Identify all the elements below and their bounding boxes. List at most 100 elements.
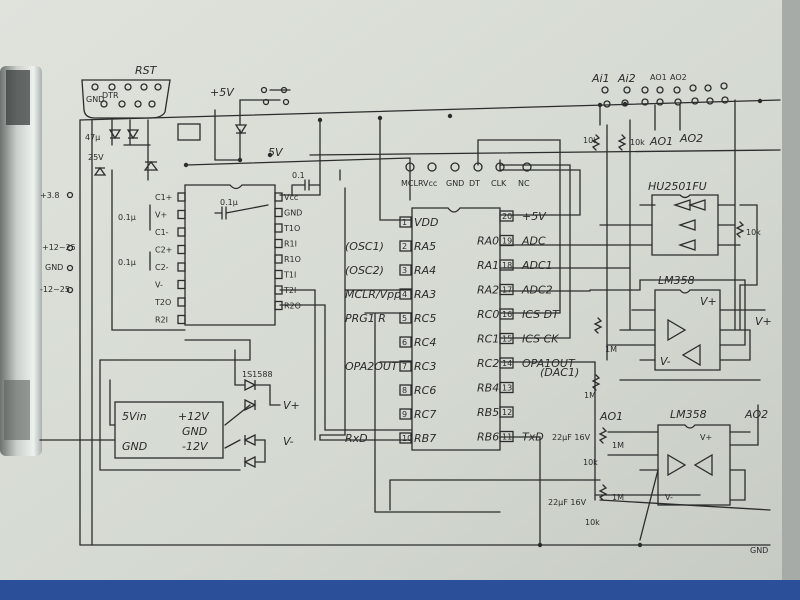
tube-shadow-bottom <box>4 380 30 440</box>
diode-symbols <box>93 124 257 469</box>
pic-pin-note: TxD <box>522 431 544 444</box>
pic-pin-number: 17 <box>502 286 512 295</box>
pic-pin-note: (OSC2) <box>345 264 384 277</box>
ao1-label: AO1 <box>649 135 673 148</box>
max232-pin-box <box>177 279 186 290</box>
pic-pin-box <box>399 384 412 396</box>
pic-pin-number: 4 <box>402 290 407 299</box>
pic-pin-box <box>499 308 514 320</box>
pm-gnd: GND <box>122 440 147 453</box>
pic-pin-number: 19 <box>502 237 512 246</box>
max232-pin-box <box>274 192 283 202</box>
pic-pin-name: RC1 <box>477 333 499 346</box>
icsp-pin <box>450 162 460 172</box>
pic-pin-number: 13 <box>502 384 512 393</box>
pic-pin-box <box>399 216 412 228</box>
max232-pin-box <box>274 223 283 233</box>
pm-vin: 5Vin <box>122 410 147 423</box>
pic-pin-number: 8 <box>402 386 407 395</box>
rst-label: RST <box>135 64 158 77</box>
lm358-b-vminus: V- <box>665 493 673 502</box>
max232-capacitors <box>149 179 321 271</box>
max232-left-pin: V- <box>155 281 163 290</box>
max232-right-pin: T1O <box>283 224 300 233</box>
icsp-pin <box>522 162 532 172</box>
lm358-b-opamps <box>667 453 713 477</box>
lm358-a-opamps <box>667 318 701 367</box>
pic-pin-number: 20 <box>502 212 512 221</box>
max232-left-pin: C2- <box>155 263 169 272</box>
pm-plus12: +12V <box>178 410 210 423</box>
r10k-b-label: 10k <box>630 138 645 147</box>
icsp-pin-label: CLK <box>491 179 507 188</box>
header-ao2: AO2 <box>670 73 687 82</box>
pic-pin-number: 12 <box>502 408 512 417</box>
pic-pin-number: 9 <box>402 410 407 419</box>
pic-pin-note: ADC1 <box>521 259 553 272</box>
max-cap3-label: 0.1μ <box>220 198 238 207</box>
blue-table-edge <box>0 580 800 600</box>
pic-pin-name: RB4 <box>477 382 499 395</box>
junctions <box>183 98 763 548</box>
max232-left-pin: T2O <box>154 298 171 307</box>
icsp-pin-label: DT <box>469 179 480 188</box>
vminus-label: V- <box>283 435 294 448</box>
pic-pin-name: RA3 <box>414 288 436 301</box>
wires <box>39 89 781 546</box>
plus5v-top-label: +5V <box>210 86 235 99</box>
max232-pin-box <box>274 254 283 264</box>
max232-pin-box <box>177 192 186 202</box>
lm358-b-label: LM358 <box>670 408 707 421</box>
header-ai1: Ai1 <box>591 72 610 85</box>
r1m-c-label: 1M <box>612 441 624 450</box>
icsp-pin-label: NC <box>518 179 530 188</box>
r10k-a-label: 10k <box>583 136 598 145</box>
pic-pin-box <box>499 406 514 418</box>
pic-pin-number: 16 <box>502 310 512 319</box>
pic-pin-box <box>399 240 412 252</box>
pic-pin-note: OPA2OUT <box>345 360 399 373</box>
ao2-label: AO2 <box>679 132 703 145</box>
ao1-b-label: AO1 <box>599 410 623 423</box>
max232-pin-box <box>274 269 283 280</box>
pic-pin-box <box>399 288 412 300</box>
r10k-d-label: 10k <box>583 458 598 467</box>
max232-pin-box <box>274 207 283 218</box>
icsp-pin <box>473 162 483 172</box>
r10k-c-label: 10k <box>746 228 761 237</box>
gnd-label: GND <box>86 95 104 104</box>
pic-pin-name: RA5 <box>414 240 436 253</box>
r1m-d-label: 1M <box>612 493 624 502</box>
pic-pin-name: RC5 <box>414 312 436 325</box>
pic-pin-name: RC2 <box>477 357 499 370</box>
pic-pin-number: 15 <box>502 335 512 344</box>
pic-pin-note: ADC <box>521 235 546 248</box>
max232-pin-box <box>177 314 186 325</box>
pic-pin-box <box>399 336 412 348</box>
max-cap1-label: 0.1μ <box>118 213 136 222</box>
dtr-label: DTR <box>102 91 119 100</box>
icsp-pin-label: MCLR <box>401 179 424 188</box>
vplus-label: V+ <box>283 399 300 412</box>
gnd-bottom-label: GND <box>750 546 768 555</box>
pic-pin-box <box>499 259 514 271</box>
pic-pin-box <box>399 312 412 324</box>
r1m-b-label: 1M <box>584 391 596 400</box>
max232-right-pin: R1I <box>284 240 297 249</box>
lm358-a-vplus: V+ <box>700 295 717 308</box>
tube-shadow <box>6 70 30 125</box>
paper <box>0 0 782 585</box>
pic-pin-name: RB6 <box>477 431 499 444</box>
pic-pin-note: RxD <box>345 432 368 445</box>
pic-pin-number: 6 <box>402 338 407 347</box>
pic-pin-number: 3 <box>402 266 407 275</box>
pic-pin-name: RB5 <box>477 406 499 419</box>
max232-right-pin: R2O <box>284 302 301 311</box>
minus12-label: -12~25 <box>40 285 70 294</box>
hu2501-label: HU2501FU <box>648 180 707 193</box>
pic-pin-note: ICS DT <box>522 308 560 321</box>
